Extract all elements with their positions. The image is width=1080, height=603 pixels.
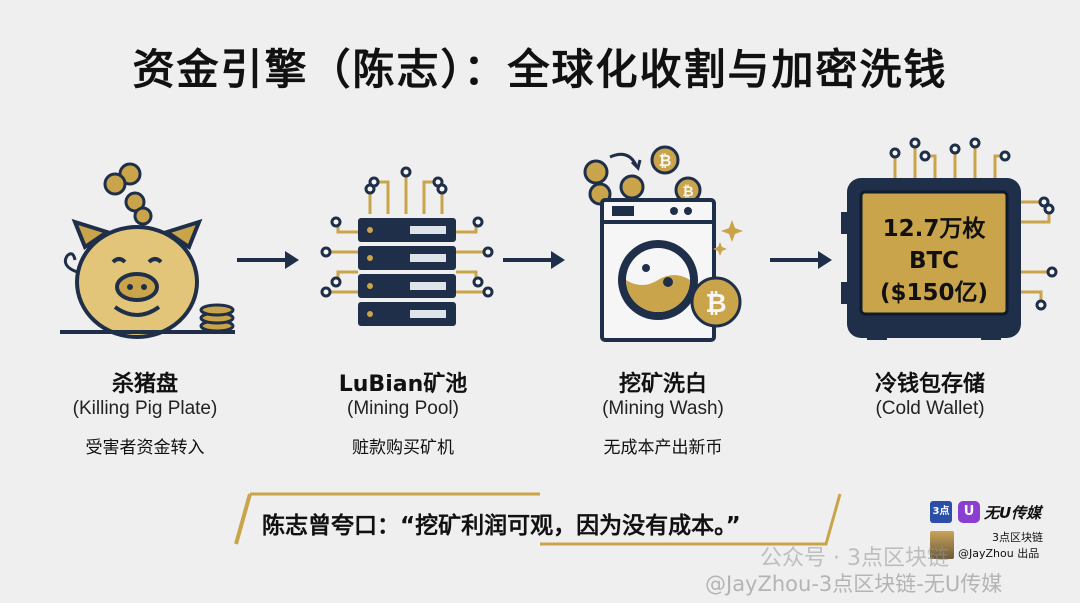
svg-text:₿: ₿: [682, 184, 693, 200]
stage-description: 无成本产出新币: [603, 438, 723, 458]
arrow-icon: [770, 251, 832, 269]
avatar: [930, 531, 954, 559]
stage-english-name: (Cold Wallet): [875, 398, 985, 419]
stage-name: 杀猪盘: [111, 372, 178, 397]
vault-currency: BTC: [909, 248, 959, 274]
stage-name: 挖矿洗白: [618, 372, 707, 397]
piggy-bank-icon: [60, 162, 235, 339]
stage-killing-pig-plate: [45, 132, 245, 352]
brand-credit: @JayZhou 出品: [958, 547, 1040, 560]
washing-machine-icon: ₿ ₿ ₿: [583, 145, 743, 342]
vault-value: ($150亿): [880, 280, 988, 306]
watermark: 公众号 · 3点区块链: [760, 546, 949, 571]
brand-logo: U: [958, 501, 980, 523]
svg-text:₿: ₿: [658, 151, 671, 170]
server-rack-icon: [320, 166, 494, 326]
stage-cold-wallet: 12.7万枚 BTC ($150亿): [835, 132, 1065, 352]
brand-subtitle: 3点区块链: [992, 531, 1043, 544]
svg-text:₿: ₿: [705, 289, 726, 319]
vault-amount: 12.7万枚: [883, 215, 986, 242]
stage-mining-pool: [310, 132, 510, 352]
stage-name: LuBian矿池: [338, 372, 468, 397]
brand-name: 无U传媒: [984, 504, 1042, 522]
brand-block: 3点 U 无U传媒 3点区块链 @JayZhou 出品: [930, 497, 1070, 567]
stage-english-name: (Killing Pig Plate): [72, 398, 218, 419]
safe-vault-icon: 12.7万枚 BTC ($150亿): [841, 137, 1058, 340]
quote-text: 陈志曾夸口：“挖矿利润可观，因为没有成本。”: [262, 513, 741, 539]
arrow-icon: [237, 251, 299, 269]
brand-logo: 3点: [930, 501, 952, 523]
stage-description: 受害者资金转入: [85, 438, 205, 458]
stage-english-name: (Mining Wash): [602, 398, 724, 419]
arrow-icon: [503, 251, 565, 269]
stage-english-name: (Mining Pool): [347, 398, 459, 419]
page-title: 资金引擎（陈志）：全球化收割与加密洗钱: [132, 45, 948, 94]
stage-description: 赃款购买矿机: [352, 438, 454, 458]
watermark: @JayZhou-3点区块链-无U传媒: [705, 572, 1003, 596]
quote-frame: [234, 492, 842, 546]
stage-mining-wash: ₿ ₿ ₿: [570, 132, 770, 352]
stage-name: 冷钱包存储: [874, 372, 985, 397]
